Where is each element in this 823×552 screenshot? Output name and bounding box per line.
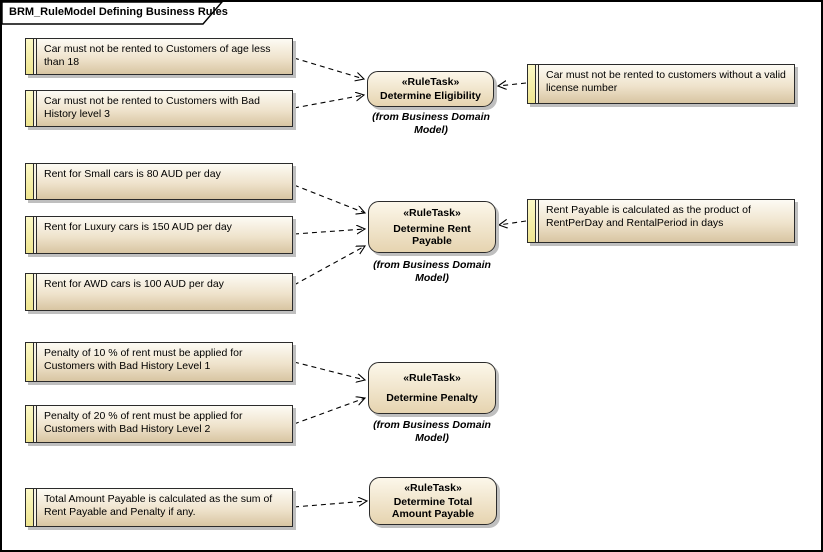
dependency-arrow-sum-to-total[interactable] xyxy=(293,501,367,508)
note-rule-age-limit[interactable]: Car must not be rented to Customers of a… xyxy=(25,38,293,75)
dependency-arrow-penalty10-to-penalty[interactable] xyxy=(293,361,365,380)
task-name: Determine Eligibility xyxy=(380,90,481,102)
stereotype-label: «RuleTask» xyxy=(403,207,461,220)
title-tab-shape xyxy=(2,2,223,25)
note-text: Rent for Small cars is 80 AUD per day xyxy=(36,164,292,199)
constraint-strip xyxy=(26,91,34,126)
note-rule-awd-car-rent[interactable]: Rent for AWD cars is 100 AUD per day xyxy=(25,273,293,311)
task-name: Determine Total Amount Payable xyxy=(391,496,475,520)
note-rule-bad-history-3[interactable]: Car must not be rented to Customers with… xyxy=(25,90,293,127)
ruletask-determine-eligibility[interactable]: «RuleTask» Determine Eligibility xyxy=(367,71,494,107)
constraint-strip xyxy=(26,217,34,253)
from-package-label: (from Business Domain Model) xyxy=(373,259,491,284)
note-text: Car must not be rented to Customers with… xyxy=(36,91,292,126)
note-rule-total-amount[interactable]: Total Amount Payable is calculated as th… xyxy=(25,488,293,527)
ruletask-determine-rent-payable[interactable]: «RuleTask» Determine Rent Payable xyxy=(368,201,496,253)
constraint-strip xyxy=(528,65,536,103)
constraint-strip xyxy=(26,274,34,310)
dependency-arrow-penalty20-to-penalty[interactable] xyxy=(293,398,365,425)
note-rule-license-number[interactable]: Car must not be rented to customers with… xyxy=(527,64,795,104)
dependency-arrow-product-to-rentpayable[interactable] xyxy=(499,221,527,225)
stereotype-label: «RuleTask» xyxy=(401,76,460,88)
constraint-strip xyxy=(26,489,34,526)
dependency-arrow-awd-to-rentpayable[interactable] xyxy=(293,246,365,286)
note-text: Car must not be rented to customers with… xyxy=(538,65,794,103)
task-name: Determine Penalty xyxy=(386,391,478,404)
dependency-arrow-small-to-rentpayable[interactable] xyxy=(293,184,365,213)
note-rule-luxury-car-rent[interactable]: Rent for Luxury cars is 150 AUD per day xyxy=(25,216,293,254)
note-text: Car must not be rented to Customers of a… xyxy=(36,39,292,74)
dependency-arrow-age-to-eligibility[interactable] xyxy=(293,57,364,79)
dependency-arrow-license-to-eligibility[interactable] xyxy=(498,83,527,86)
constraint-strip xyxy=(26,343,34,381)
ruletask-determine-total-amount-payable[interactable]: «RuleTask» Determine Total Amount Payabl… xyxy=(369,477,497,525)
diagram-title-tab: BRM_RuleModel Defining Business Rules xyxy=(2,2,228,25)
note-text: Rent for AWD cars is 100 AUD per day xyxy=(36,274,292,310)
dependency-arrow-luxury-to-rentpayable[interactable] xyxy=(293,229,365,234)
constraint-strip xyxy=(26,39,34,74)
note-text: Penalty of 20 % of rent must be applied … xyxy=(36,406,292,442)
from-package-label: (from Business Domain Model) xyxy=(372,111,490,136)
note-text: Total Amount Payable is calculated as th… xyxy=(36,489,292,526)
note-text: Rent for Luxury cars is 150 AUD per day xyxy=(36,217,292,253)
ruletask-determine-penalty[interactable]: «RuleTask» Determine Penalty xyxy=(368,362,496,414)
dependency-arrow-history-to-eligibility[interactable] xyxy=(293,95,364,109)
diagram-title: BRM_RuleModel Defining Business Rules xyxy=(9,6,228,18)
stereotype-label: «RuleTask» xyxy=(403,372,461,385)
note-rule-small-car-rent[interactable]: Rent for Small cars is 80 AUD per day xyxy=(25,163,293,200)
constraint-strip xyxy=(26,406,34,442)
from-package-label: (from Business Domain Model) xyxy=(373,419,491,444)
task-name: Determine Rent Payable xyxy=(393,222,471,247)
note-text: Penalty of 10 % of rent must be applied … xyxy=(36,343,292,381)
constraint-strip xyxy=(26,164,34,199)
note-text: Rent Payable is calculated as the produc… xyxy=(538,200,794,242)
note-rule-rent-payable-product[interactable]: Rent Payable is calculated as the produc… xyxy=(527,199,795,243)
stereotype-label: «RuleTask» xyxy=(404,482,462,494)
note-rule-penalty-20[interactable]: Penalty of 20 % of rent must be applied … xyxy=(25,405,293,443)
note-rule-penalty-10[interactable]: Penalty of 10 % of rent must be applied … xyxy=(25,342,293,382)
constraint-strip xyxy=(528,200,536,242)
